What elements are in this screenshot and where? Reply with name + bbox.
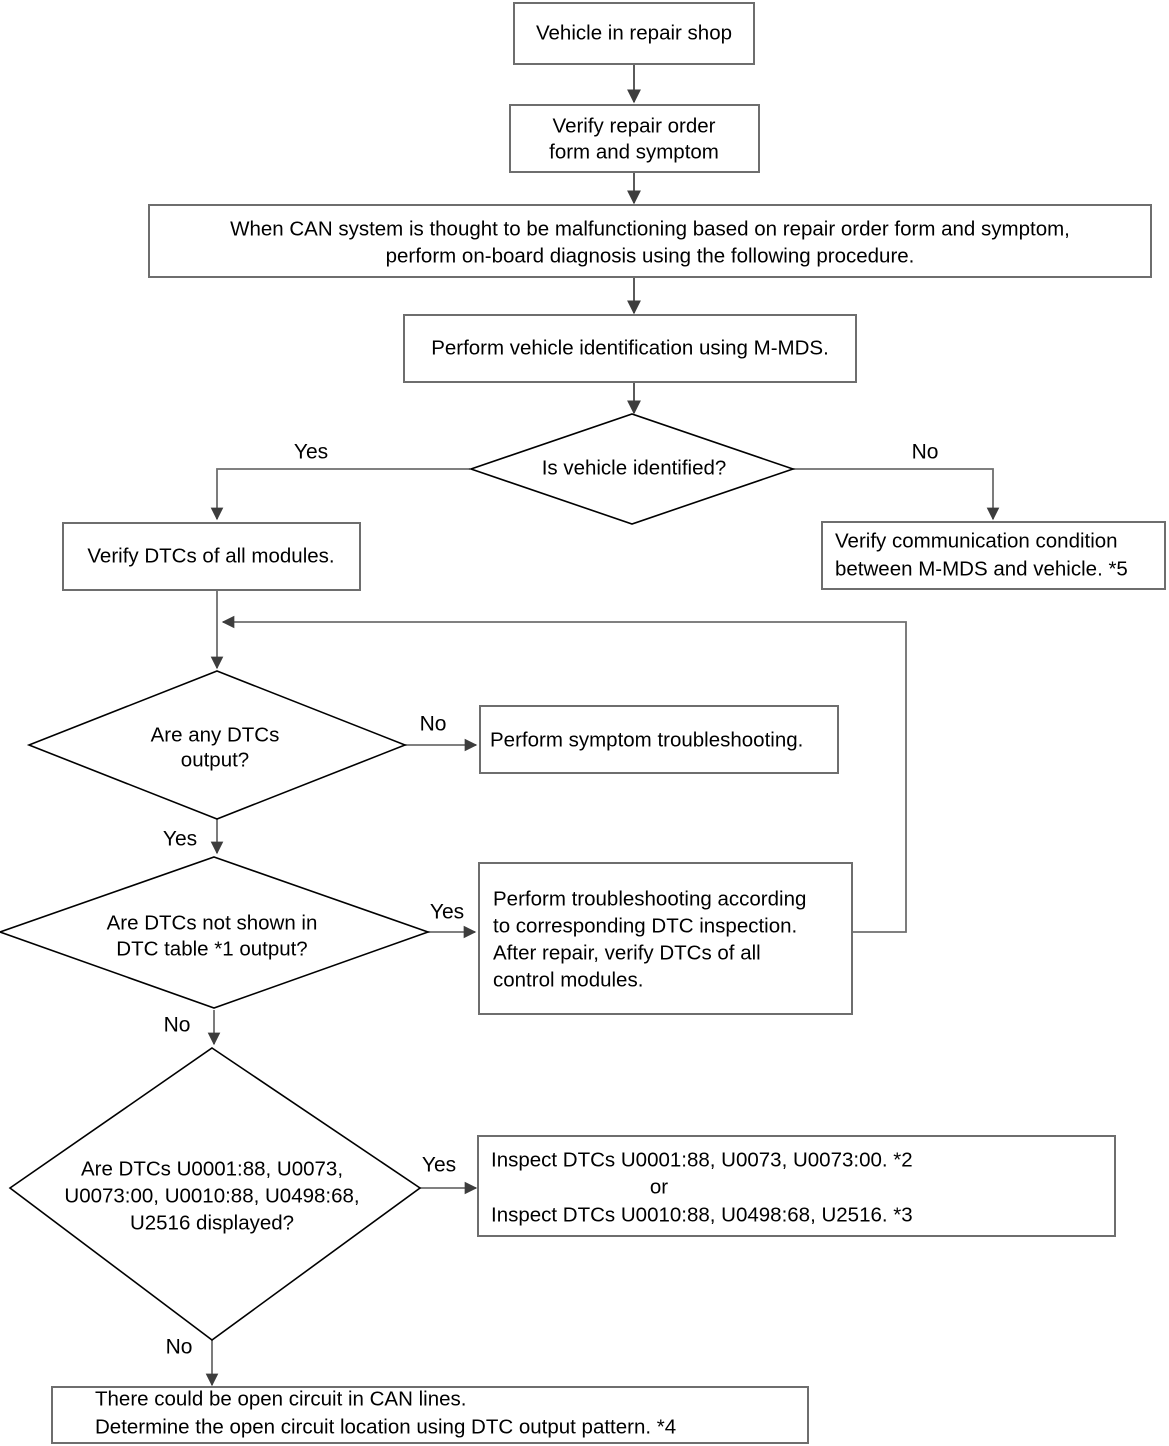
node-label-line2: output? <box>181 748 249 771</box>
node-label-line2: U0073:00, U0010:88, U0498:68, <box>64 1184 359 1207</box>
node-are-dtcs-not-shown-in-table: Are DTCs not shown in DTC table *1 outpu… <box>0 856 431 1009</box>
edge-label-not-in-table-no: No <box>164 1014 191 1037</box>
node-open-circuit-conclusion: There could be open circuit in CAN lines… <box>51 1386 809 1444</box>
node-label-line1: Inspect DTCs U0001:88, U0073, U0073:00. … <box>491 1148 913 1171</box>
node-label-line2: DTC table *1 output? <box>116 937 307 960</box>
node-perform-troubleshooting-dtc-inspection: Perform troubleshooting according to cor… <box>478 862 853 1015</box>
node-label-line2: to corresponding DTC inspection. <box>493 914 797 937</box>
node-label: Perform symptom troubleshooting. <box>490 728 803 751</box>
edge-label-identified-yes: Yes <box>294 441 328 464</box>
node-label-line1: Verify communication condition <box>835 529 1118 552</box>
node-label-line3: After repair, verify DTCs of all <box>493 941 761 964</box>
node-verify-communication-condition: Verify communication condition between M… <box>821 521 1166 590</box>
node-inspect-dtcs: Inspect DTCs U0001:88, U0073, U0073:00. … <box>477 1135 1116 1237</box>
node-perform-vehicle-identification: Perform vehicle identification using M-M… <box>403 314 857 383</box>
edge-label-any-dtcs-no: No <box>420 713 447 736</box>
node-label: Verify DTCs of all modules. <box>87 544 334 567</box>
edge-label-identified-no: No <box>912 441 939 464</box>
node-label-line4: control modules. <box>493 968 643 991</box>
connector-feedback-loop <box>221 615 907 933</box>
node-label-line3: U2516 displayed? <box>130 1211 294 1234</box>
node-label-line1: There could be open circuit in CAN lines… <box>95 1387 466 1410</box>
node-label-line1: Perform troubleshooting according <box>493 887 806 910</box>
node-label-line1: Are DTCs U0001:88, U0073, <box>81 1157 343 1180</box>
node-label-line2: perform on-board diagnosis using the fol… <box>386 244 915 267</box>
node-are-specific-dtcs-displayed: Are DTCs U0001:88, U0073, U0073:00, U001… <box>8 1047 422 1341</box>
node-label-line3: Inspect DTCs U0010:88, U0498:68, U2516. … <box>491 1203 913 1226</box>
edge-label-specific-yes: Yes <box>422 1154 456 1177</box>
node-label-line2: form and symptom <box>549 140 719 163</box>
node-label-line1: Are any DTCs <box>151 723 280 746</box>
node-verify-dtcs-all-modules: Verify DTCs of all modules. <box>62 522 361 591</box>
node-label-line2: Determine the open circuit location usin… <box>95 1415 676 1438</box>
node-label-line1: Verify repair order <box>553 114 716 137</box>
node-label: Perform vehicle identification using M-M… <box>431 336 829 359</box>
node-label-line2: between M-MDS and vehicle. *5 <box>835 557 1128 580</box>
node-label-line1: Are DTCs not shown in <box>107 911 318 934</box>
connector-identified-yes <box>210 468 470 521</box>
node-label-line2: or <box>650 1175 668 1198</box>
node-is-vehicle-identified: Is vehicle identified? <box>468 413 796 525</box>
node-label-line1: When CAN system is thought to be malfunc… <box>230 217 1070 240</box>
node-vehicle-in-repair-shop: Vehicle in repair shop <box>513 2 755 65</box>
edge-label-any-dtcs-yes: Yes <box>163 828 197 851</box>
node-verify-repair-order: Verify repair order form and symptom <box>509 104 760 173</box>
node-label: Is vehicle identified? <box>542 456 727 479</box>
node-perform-symptom-troubleshooting: Perform symptom troubleshooting. <box>479 705 839 774</box>
edge-label-not-in-table-yes: Yes <box>430 901 464 924</box>
edge-label-specific-no: No <box>166 1336 193 1359</box>
node-label: Vehicle in repair shop <box>536 21 732 44</box>
connector-identified-no <box>793 468 1000 521</box>
node-are-any-dtcs-output: Are any DTCs output? <box>26 670 408 820</box>
node-can-system-note: When CAN system is thought to be malfunc… <box>148 204 1152 278</box>
